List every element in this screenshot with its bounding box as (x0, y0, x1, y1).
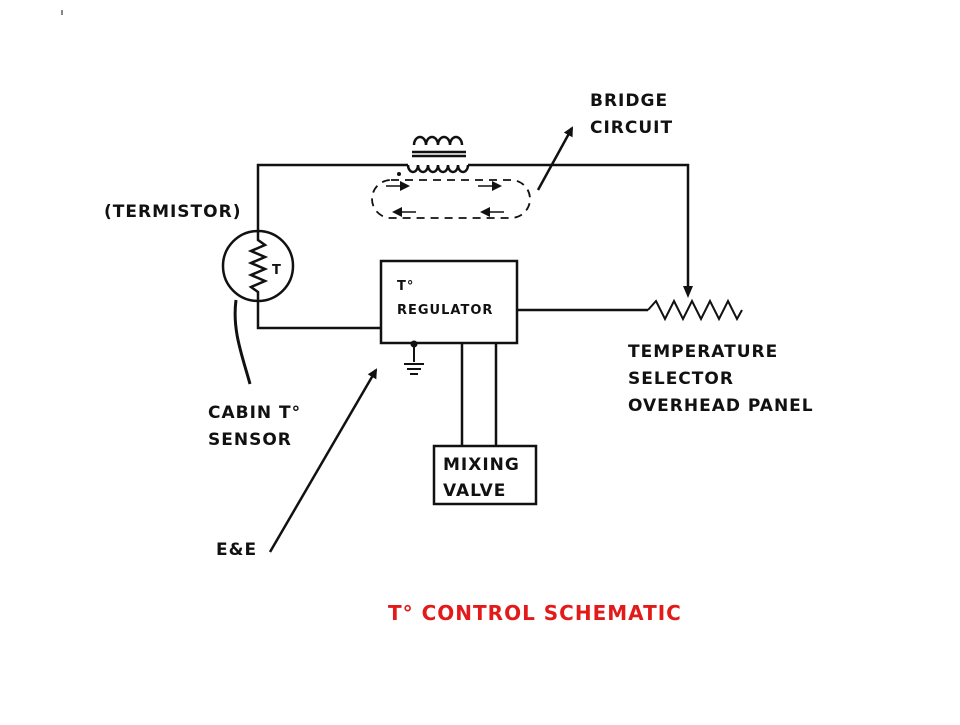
thermistor-label: (TERMISTOR) (104, 202, 241, 222)
sensor-label-line1: CABIN T° (208, 403, 301, 423)
regulator-label-line2: REGULATOR (397, 303, 493, 318)
sensor-label-line2: SENSOR (208, 430, 292, 450)
mixing-valve-label-line1: MIXING (443, 455, 520, 475)
circuit-wire-top (256, 163, 690, 292)
bridge-pointer-arrow (536, 126, 574, 191)
ground-icon (404, 340, 424, 375)
ee-label: E&E (216, 540, 257, 560)
thermistor-resistor-icon (247, 234, 269, 323)
ee-pointer-arrow (268, 368, 378, 553)
sensor-lead (233, 299, 252, 385)
mixing-valve-box (432, 444, 538, 506)
regulator-label-line1: T° (397, 279, 414, 294)
selector-label-line1: TEMPERATURE (628, 342, 778, 362)
bridge-label-line2: CIRCUIT (590, 118, 673, 138)
bridge-circuit-dashed-loop (371, 179, 531, 219)
transformer-icon (406, 135, 470, 174)
schematic-title: T° CONTROL SCHEMATIC (388, 601, 682, 625)
bridge-flow-arrows (386, 181, 504, 217)
mixing-valve-label-line2: VALVE (443, 481, 506, 501)
selector-wiper-arrowhead (683, 286, 693, 298)
thermistor-to-regulator-wire (256, 323, 381, 330)
regulator-box (379, 259, 519, 345)
selector-resistor-icon (647, 298, 743, 322)
selector-label-line2: SELECTOR (628, 369, 734, 389)
selector-label-line3: OVERHEAD PANEL (628, 396, 814, 416)
transformer-dot (397, 172, 401, 176)
bridge-label-line1: BRIDGE (590, 91, 668, 111)
thermistor-symbol: T (272, 263, 282, 278)
